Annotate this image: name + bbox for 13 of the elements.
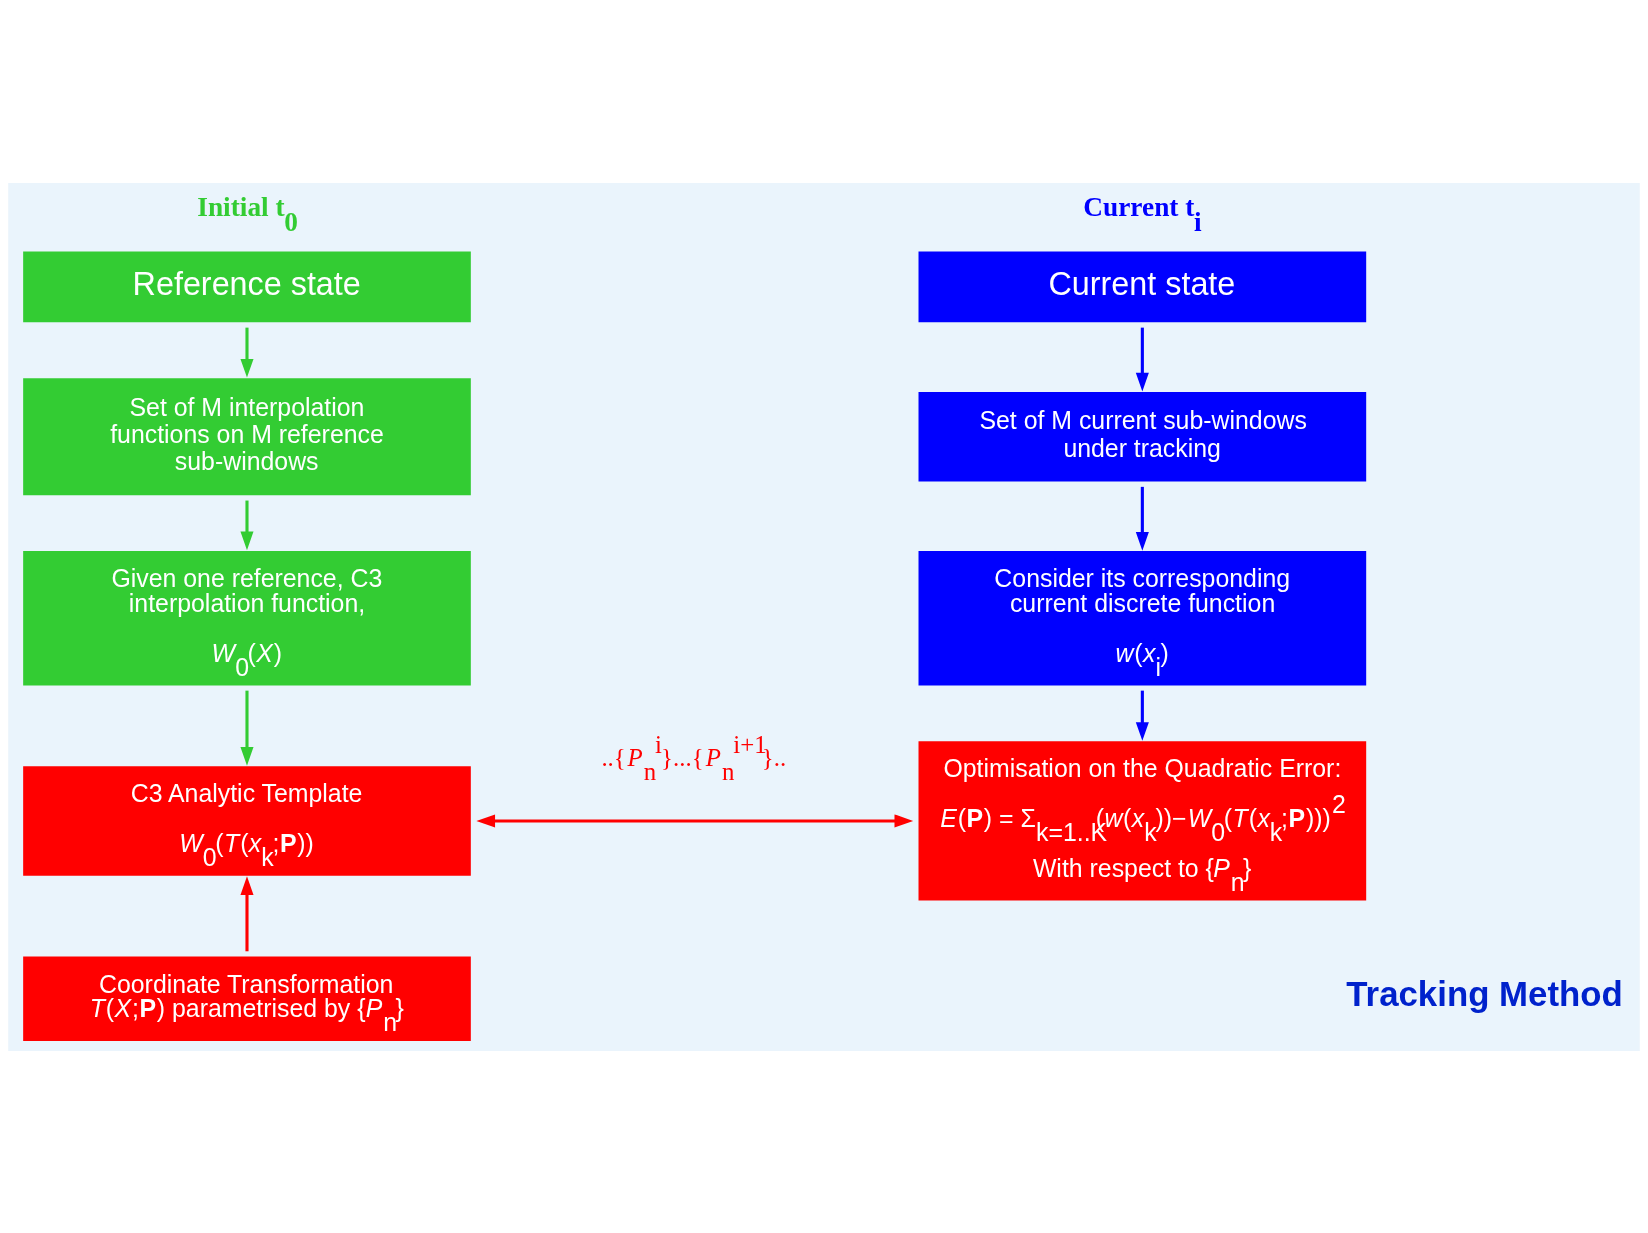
arrow (1135, 486, 1149, 551)
node-box: Set of M interpolation functions on M reference sub-windows (23, 377, 471, 495)
arrow (240, 500, 254, 550)
label: Tracking Method (1346, 973, 1623, 1013)
node-box: Reference state (23, 250, 471, 322)
arrow (476, 813, 914, 827)
node-box: Current state (918, 250, 1367, 322)
arrow (1135, 690, 1149, 741)
arrow (240, 327, 254, 378)
arrow (240, 875, 254, 951)
arrow (240, 690, 254, 766)
node-box: Set of M current sub-windows under tracking (918, 391, 1367, 481)
arrow (1135, 327, 1149, 391)
